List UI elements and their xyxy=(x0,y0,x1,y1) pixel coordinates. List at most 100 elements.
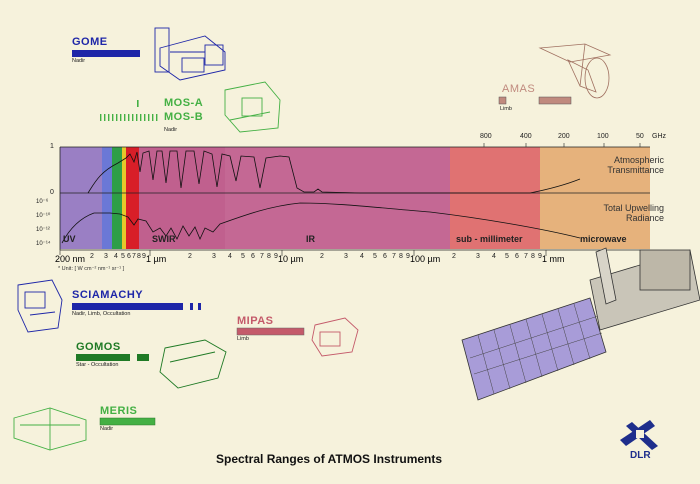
minor-tick: 7 xyxy=(132,253,136,260)
y-rad-label-1: 10⁻⁶ xyxy=(36,199,49,205)
y-label-0: 0 xyxy=(50,189,54,196)
sciamachy-range-bar xyxy=(72,303,183,310)
x-label-100um: 100 µm xyxy=(410,254,441,264)
band-submillimeter xyxy=(450,147,540,249)
page-title: Spectral Ranges of ATMOS Instruments xyxy=(216,452,443,466)
minor-tick: 6 xyxy=(515,253,519,260)
minor-tick: 9 xyxy=(274,253,278,260)
ghz-tick-50: 50 xyxy=(636,133,644,140)
minor-tick: 9 xyxy=(538,253,542,260)
mos-a-range-bars xyxy=(137,100,139,107)
band-uv xyxy=(60,147,102,249)
minor-tick: 6 xyxy=(127,253,131,260)
mos-instrument-illustration xyxy=(224,81,281,133)
envisat-satellite-illustration xyxy=(461,247,700,401)
ghz-tick-100: 100 xyxy=(597,133,609,140)
band-label-ir: IR xyxy=(306,234,315,244)
x-label-10um: 10 µm xyxy=(278,254,304,264)
minor-tick: 5 xyxy=(505,253,509,260)
amas-range-bar-1 xyxy=(498,96,507,105)
y-label-1: 1 xyxy=(50,143,54,150)
x-label-1mm: 1 mm xyxy=(542,254,565,264)
minor-tick: 7 xyxy=(392,253,396,260)
rad-label-line-1: Total Upwelling xyxy=(603,203,664,213)
minor-tick: 2 xyxy=(188,253,192,260)
mipas-range-bar xyxy=(236,327,305,336)
ghz-tick-200: 200 xyxy=(558,133,570,140)
gomos-mode: Star - Occultation xyxy=(76,362,119,368)
y-rad-label-2: 10⁻¹⁰ xyxy=(36,213,51,219)
minor-tick: 7 xyxy=(524,253,528,260)
band-blue xyxy=(102,147,112,249)
gome-label: GOME xyxy=(72,36,108,48)
gome-instrument-illustration xyxy=(154,27,226,81)
minor-tick: 3 xyxy=(212,253,216,260)
meris-label: MERIS xyxy=(100,405,138,417)
band-label-uv: UV xyxy=(63,234,76,244)
minor-tick: 7 xyxy=(260,253,264,260)
mipas-label: MIPAS xyxy=(237,315,274,327)
band-label-submillimeter: sub - millimeter xyxy=(456,234,523,244)
ghz-tick-800: 800 xyxy=(480,133,492,140)
band-red xyxy=(126,147,139,249)
gomos-label: GOMOS xyxy=(76,341,121,353)
bottom-axis-ticks xyxy=(59,250,547,256)
mos-b-label: MOS-B xyxy=(164,111,204,123)
minor-tick: 5 xyxy=(373,253,377,260)
band-yellow xyxy=(122,147,126,249)
meris-range-bar xyxy=(99,417,156,426)
meris-mode: Nadir xyxy=(100,426,114,432)
minor-tick: 6 xyxy=(383,253,387,260)
ghz-axis-ticks xyxy=(483,143,641,147)
minor-tick: 8 xyxy=(267,253,271,260)
minor-tick: 4 xyxy=(228,253,232,260)
minor-tick: 9 xyxy=(142,253,146,260)
minor-tick: 5 xyxy=(241,253,245,260)
minor-tick: 3 xyxy=(476,253,480,260)
x-label-200nm: 200 nm xyxy=(55,254,86,264)
minor-tick: 8 xyxy=(531,253,535,260)
sciamachy-instrument-illustration xyxy=(17,279,63,333)
minor-tick: 2 xyxy=(452,253,456,260)
band-label-microwave: microwave xyxy=(580,234,627,244)
amas-label: AMAS xyxy=(502,83,536,95)
mos-a-label: MOS-A xyxy=(164,97,204,109)
ghz-unit: GHz xyxy=(652,133,666,140)
minor-tick: 3 xyxy=(344,253,348,260)
minor-tick: 3 xyxy=(104,253,108,260)
minor-tick: 8 xyxy=(399,253,403,260)
y-rad-label-4: 10⁻¹⁴ xyxy=(36,241,51,247)
ghz-tick-400: 400 xyxy=(520,133,532,140)
mipas-instrument-illustration xyxy=(311,317,359,357)
sciamachy-range-bar-3 xyxy=(198,303,201,310)
minor-tick: 6 xyxy=(251,253,255,260)
band-ir xyxy=(225,147,450,249)
unit-note: * Unit: [ W cm⁻² nm⁻¹ sr⁻¹ ] xyxy=(58,266,125,272)
dlr-logo-mark xyxy=(620,420,658,450)
atm-label-line-2: Transmittance xyxy=(607,165,664,175)
minor-tick: 5 xyxy=(121,253,125,260)
minor-tick: 4 xyxy=(114,253,118,260)
sciamachy-range-bar-2 xyxy=(190,303,193,310)
gomos-instrument-illustration xyxy=(159,339,227,389)
x-label-1um: 1 µm xyxy=(146,254,167,264)
minor-tick: 2 xyxy=(90,253,94,260)
transmittance-curve xyxy=(87,150,581,194)
gomos-range-bar-2 xyxy=(137,354,149,361)
atmospheric-transmittance-label: Atmospheric Transmittance xyxy=(586,155,664,175)
meris-instrument-illustration xyxy=(13,407,87,451)
amas-instrument-illustration xyxy=(538,43,612,99)
band-microwave xyxy=(540,147,650,249)
upwelling-radiance-label: Total Upwelling Radiance xyxy=(580,203,664,223)
dlr-logo-text: DLR xyxy=(630,450,651,461)
amas-mode: Limb xyxy=(500,106,512,112)
mipas-mode: Limb xyxy=(237,336,249,342)
gomos-range-bar xyxy=(76,354,130,361)
minor-tick: 9 xyxy=(406,253,410,260)
gome-range-bar xyxy=(72,50,140,57)
spectrum-bands xyxy=(60,147,650,249)
band-green xyxy=(112,147,122,249)
mos-mode: Nadir xyxy=(164,127,178,133)
minor-tick: 2 xyxy=(320,253,324,260)
